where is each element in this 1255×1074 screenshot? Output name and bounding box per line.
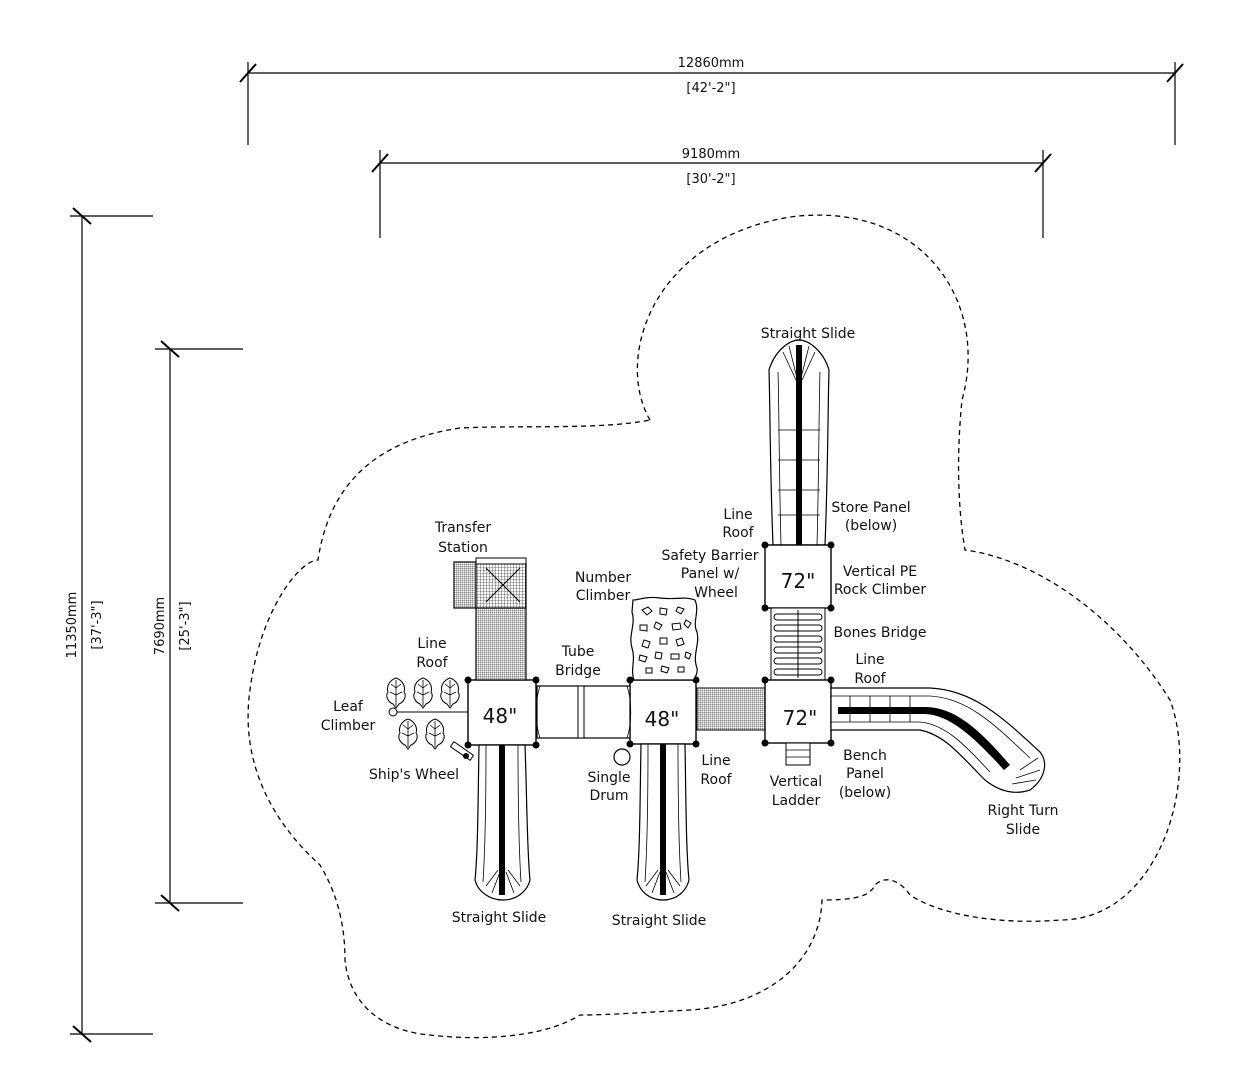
- label-tube-bridge-b: Bridge: [555, 663, 601, 679]
- deck-48-left: [467, 679, 537, 746]
- inner-depth-mm: 7690mm: [153, 597, 168, 655]
- label-store-panel-a: Store Panel: [831, 500, 910, 516]
- label-transfer-station-a: Transfer: [434, 520, 492, 536]
- label-safety-barrier-b: Panel w/: [681, 566, 740, 582]
- label-straight-slide-left: Straight Slide: [452, 910, 546, 926]
- label-straight-slide-top: Straight Slide: [761, 326, 855, 342]
- straight-slide-top: [768, 339, 830, 546]
- label-bench-panel-c: (below): [839, 785, 891, 801]
- label-leaf-climber-b: Climber: [321, 718, 376, 734]
- label-tube-bridge-a: Tube: [561, 644, 595, 660]
- label-vertical-ladder-a: Vertical: [770, 774, 822, 790]
- overall-width-mm: 12860mm: [678, 56, 745, 71]
- label-store-panel-b: (below): [845, 518, 897, 534]
- label-line-roof-4a: Line: [701, 753, 730, 769]
- dimension-inner-depth: 7690mm [25'-3"]: [153, 340, 243, 912]
- label-safety-barrier-c: Wheel: [694, 585, 738, 601]
- tube-bridge: [535, 685, 632, 739]
- label-bones-bridge: Bones Bridge: [833, 625, 926, 641]
- inner-depth-ft: [25'-3"]: [178, 601, 193, 650]
- label-line-roof-1a: Line: [723, 507, 752, 523]
- label-vertical-pe-a: Vertical PE: [843, 564, 917, 580]
- label-leaf-climber-a: Leaf: [333, 699, 364, 715]
- label-line-roof-1b: Roof: [722, 525, 754, 541]
- inner-width-ft: [30'-2"]: [686, 172, 735, 187]
- ships-wheel: [449, 740, 475, 762]
- label-transfer-station-b: Station: [438, 540, 488, 556]
- label-line-roof-2b: Roof: [854, 671, 886, 687]
- vertical-ladder: [785, 742, 811, 766]
- transfer-station: [453, 557, 527, 681]
- label-vertical-pe-b: Rock Climber: [834, 582, 927, 598]
- straight-slide-center: [636, 743, 690, 901]
- label-safety-barrier-a: Safety Barrier: [662, 548, 759, 564]
- label-bench-panel-b: Panel: [846, 766, 884, 782]
- label-line-roof-4b: Roof: [700, 772, 732, 788]
- single-drum: [613, 748, 631, 766]
- inner-width-mm: 9180mm: [682, 147, 740, 162]
- dimension-overall-depth: 11350mm [37'-3"]: [65, 207, 153, 1043]
- label-number-climber-a: Number: [575, 570, 631, 586]
- right-turn-slide: [830, 687, 1046, 793]
- label-line-roof-3a: Line: [417, 636, 446, 652]
- deck-height-72-top: 72": [781, 569, 816, 593]
- label-vertical-ladder-b: Ladder: [772, 793, 821, 809]
- overall-depth-ft: [37'-3"]: [90, 600, 105, 649]
- number-climber: [630, 596, 699, 681]
- mesh-bridge-right: [696, 687, 766, 731]
- label-single-drum-b: Drum: [589, 788, 628, 804]
- deck-height-48-center: 48": [645, 707, 680, 731]
- overall-width-ft: [42'-2"]: [686, 81, 735, 96]
- leaf-climber: [386, 677, 468, 750]
- dimension-overall-width: 12860mm [42'-2"]: [239, 56, 1184, 145]
- deck-posts-top: [761, 541, 835, 612]
- label-right-turn-b: Slide: [1006, 822, 1040, 838]
- label-line-roof-2a: Line: [855, 652, 884, 668]
- label-line-roof-3b: Roof: [416, 655, 448, 671]
- straight-slide-left: [474, 744, 531, 901]
- label-number-climber-b: Climber: [576, 588, 631, 604]
- labels: Straight Slide Line Roof Store Panel (be…: [321, 326, 1059, 929]
- safety-zone-outline: [247, 214, 1181, 1039]
- deck-72-top: [764, 544, 832, 609]
- label-right-turn-a: Right Turn: [988, 803, 1059, 819]
- bones-bridge: [770, 607, 826, 681]
- label-single-drum-a: Single: [587, 770, 630, 786]
- overall-depth-mm: 11350mm: [65, 592, 80, 659]
- label-ships-wheel: Ship's Wheel: [369, 767, 459, 783]
- label-straight-slide-center: Straight Slide: [612, 913, 706, 929]
- deck-posts-center: [626, 676, 700, 748]
- deck-posts-left: [464, 676, 540, 749]
- deck-posts-bottom: [761, 676, 835, 747]
- dimension-inner-width: 9180mm [30'-2"]: [371, 147, 1052, 238]
- label-bench-panel-a: Bench: [843, 748, 887, 764]
- deck-height-48-left: 48": [483, 704, 518, 728]
- deck-height-72-bottom: 72": [783, 706, 818, 730]
